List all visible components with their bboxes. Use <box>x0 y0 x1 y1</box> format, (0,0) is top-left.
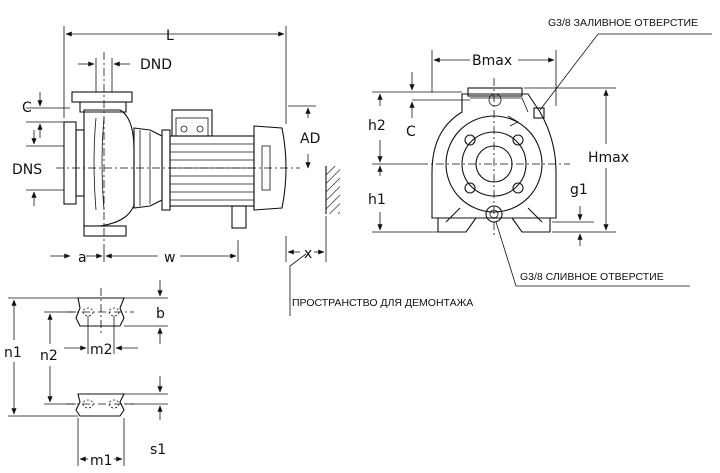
dim-L: L <box>166 28 174 44</box>
dim-n1: n1 <box>4 345 22 361</box>
dim-a: a <box>78 250 87 266</box>
dim-C-front: C <box>406 124 416 140</box>
foot-details <box>66 288 134 417</box>
motor-fins <box>170 143 254 201</box>
dim-x: x <box>304 246 312 262</box>
dim-Bmax: Bmax <box>472 53 512 69</box>
dim-m2: m2 <box>90 342 113 358</box>
dim-s1: s1 <box>150 442 166 458</box>
side-view-pump <box>56 52 340 242</box>
front-view-pump <box>420 78 570 236</box>
dim-AD: AD <box>300 131 320 147</box>
dim-h2: h2 <box>368 118 386 134</box>
front-view-dimensions: Bmax G3/8 ЗАЛИВНОЕ ОТВЕРСТИЕ h2 h1 C Hma… <box>368 17 712 287</box>
foot-dimensions: n1 n2 b m2 s1 m1 <box>4 280 168 469</box>
dim-b: b <box>156 306 165 322</box>
dim-DNS: DNS <box>12 162 42 178</box>
side-view-dimensions: L DND C DNS AD a w <box>12 26 473 316</box>
dim-w: w <box>164 250 175 266</box>
wall-hatch <box>326 166 340 214</box>
note-fill-hole: G3/8 ЗАЛИВНОЕ ОТВЕРСТИЕ <box>548 17 698 29</box>
dim-C-side: C <box>22 100 32 116</box>
dim-g1: g1 <box>570 182 588 198</box>
dim-DND: DND <box>140 57 172 73</box>
dim-Hmax: Hmax <box>588 150 629 166</box>
dim-n2: n2 <box>40 348 58 364</box>
dim-m1: m1 <box>90 453 113 469</box>
note-dismantle-space: ПРОСТРАНСТВО ДЛЯ ДЕМОНТАЖА <box>292 297 473 309</box>
note-drain-hole: G3/8 СЛИВНОЕ ОТВЕРСТИЕ <box>520 271 664 283</box>
dim-h1: h1 <box>368 192 386 208</box>
